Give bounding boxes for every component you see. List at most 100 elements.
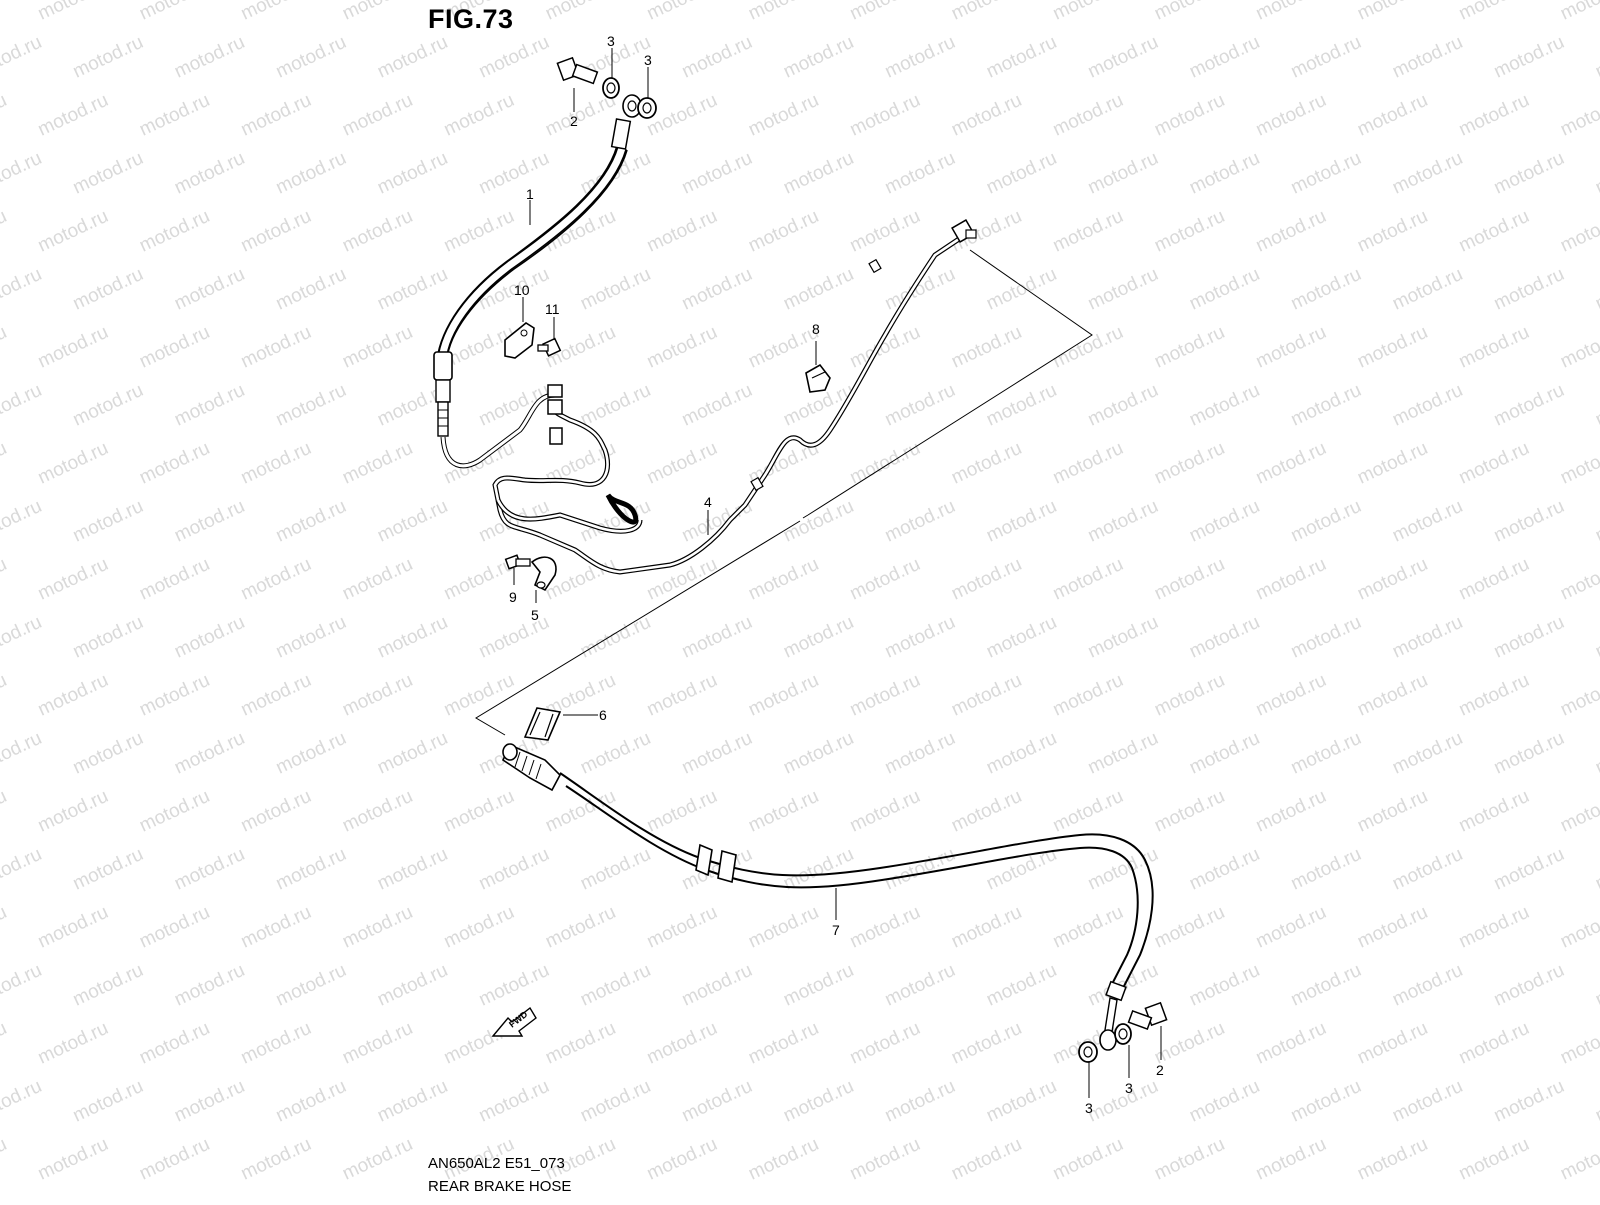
watermark-text: motod.ru [70,960,147,1011]
watermark-text: motod.ru [1253,902,1330,953]
watermark-text: motod.ru [745,206,822,257]
watermark-text: motod.ru [847,670,924,721]
watermark-text: motod.ru [1389,844,1466,895]
watermark-text: motod.ru [882,612,959,663]
watermark-text: motod.ru [542,786,619,837]
watermark-text: motod.ru [35,554,112,605]
watermark-text: motod.ru [35,786,112,837]
gasket-washer-bottom-2[interactable] [1078,1041,1098,1063]
union-bolt-bottom[interactable] [1127,1001,1168,1031]
watermark-text: motod.ru [1151,1134,1228,1185]
watermark-text: motod.ru [70,728,147,779]
watermark-text: motod.ru [374,496,451,547]
watermark-text: motod.ru [70,844,147,895]
watermark-text: motod.ru [1592,612,1600,663]
gasket-washer-bottom-1[interactable] [1114,1023,1132,1045]
watermark-text: motod.ru [847,322,924,373]
watermark-text: motod.ru [1186,264,1263,315]
watermark-text: motod.ru [1354,554,1431,605]
watermark-text: motod.ru [136,90,213,141]
watermark-text: motod.ru [1491,32,1568,83]
watermark-text: motod.ru [577,380,654,431]
watermark-text: motod.ru [1456,0,1533,25]
watermark-text: motod.ru [1253,322,1330,373]
watermark-text: motod.ru [374,844,451,895]
watermark-text: motod.ru [441,90,518,141]
watermark-text: motod.ru [374,612,451,663]
watermark-text: motod.ru [0,844,45,895]
watermark-text: motod.ru [1186,148,1263,199]
watermark-text: motod.ru [1592,32,1600,83]
watermark-text: motod.ru [948,0,1025,25]
watermark-text: motod.ru [847,438,924,489]
hose-clip[interactable] [523,707,562,741]
watermark-text: motod.ru [339,206,416,257]
watermark-text: motod.ru [1592,380,1600,431]
watermark-text: motod.ru [644,670,721,721]
watermark-text: motod.ru [745,90,822,141]
brake-pipe[interactable] [440,219,977,575]
watermark-text: motod.ru [339,786,416,837]
brake-hose-lower[interactable] [501,743,1154,1051]
watermark-text: motod.ru [577,960,654,1011]
pipe-clip[interactable] [805,363,831,393]
watermark-text: motod.ru [374,32,451,83]
watermark-text: motod.ru [171,960,248,1011]
watermark-text: motod.ru [374,264,451,315]
watermark-text: motod.ru [780,32,857,83]
watermark-text: motod.ru [339,0,416,25]
watermark-text: motod.ru [1085,960,1162,1011]
watermark-text: motod.ru [70,612,147,663]
watermark-text: motod.ru [644,1018,721,1069]
watermark-text: motod.ru [882,1076,959,1127]
watermark-text: motod.ru [1288,844,1365,895]
watermark-text: motod.ru [70,1076,147,1127]
watermark-text: motod.ru [0,728,45,779]
callout-9: 9 [509,589,517,605]
watermark-text: motod.ru [983,380,1060,431]
watermark-text: motod.ru [644,902,721,953]
union-bolt-top[interactable] [556,56,599,85]
watermark-text: motod.ru [1186,1076,1263,1127]
watermark-text: motod.ru [1389,32,1466,83]
watermark-text: motod.ru [882,32,959,83]
watermark-text: motod.ru [374,148,451,199]
watermark-text: motod.ru [0,206,10,257]
watermark-text: motod.ru [1253,206,1330,257]
gasket-washer-top-2[interactable] [637,97,657,119]
watermark-text: motod.ru [273,844,350,895]
callout-3-bottom-a: 3 [1085,1100,1093,1116]
bracket-bolt[interactable] [537,337,562,357]
hose-bracket[interactable] [504,322,535,359]
watermark-text: motod.ru [1085,612,1162,663]
watermark-text: motod.ru [136,786,213,837]
watermark-text: motod.ru [0,264,45,315]
callout-3-top-a: 3 [607,33,615,49]
watermark-text: motod.ru [476,496,553,547]
watermark-text: motod.ru [1456,438,1533,489]
watermark-text: motod.ru [1354,206,1431,257]
watermark-text: motod.ru [136,902,213,953]
watermark-text: motod.ru [1389,380,1466,431]
watermark-text: motod.ru [1186,496,1263,547]
watermark-text: motod.ru [847,1018,924,1069]
watermark-text: motod.ru [273,264,350,315]
watermark-text: motod.ru [1151,206,1228,257]
watermark-text: motod.ru [983,32,1060,83]
pipe-clamp[interactable] [530,556,557,592]
watermark-text: motod.ru [70,148,147,199]
clamp-bolt[interactable] [504,554,531,570]
gasket-washer-top-1[interactable] [602,77,620,99]
watermark-text: motod.ru [577,264,654,315]
watermark-text: motod.ru [0,380,45,431]
watermark-text: motod.ru [1050,786,1127,837]
watermark-text: motod.ru [0,1134,10,1185]
watermark-text: motod.ru [339,670,416,721]
brake-hose-upper[interactable] [433,94,642,437]
watermark-text: motod.ru [679,612,756,663]
watermark-text: motod.ru [745,670,822,721]
watermark-text: motod.ru [1354,902,1431,953]
watermark-text: motod.ru [339,902,416,953]
watermark-text: motod.ru [1186,960,1263,1011]
watermark-text: motod.ru [1288,32,1365,83]
